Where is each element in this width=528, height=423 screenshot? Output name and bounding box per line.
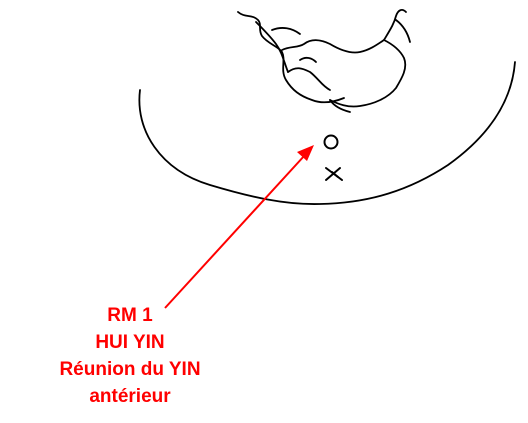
- body-outline: [139, 62, 515, 204]
- acupoint-label: RM 1 HUI YIN Réunion du YIN antérieur: [20, 302, 240, 410]
- acupoint-name: HUI YIN: [20, 329, 240, 356]
- anus-marker: [326, 168, 342, 180]
- acupoint-description-line1: Réunion du YIN: [20, 356, 240, 383]
- annotation-arrow-head: [297, 145, 314, 161]
- annotation-arrow-line: [165, 155, 305, 308]
- acupoint-rm1-marker: [325, 136, 338, 149]
- genital-region-sketch: [238, 10, 410, 112]
- acupoint-description-line2: antérieur: [20, 383, 240, 410]
- acupoint-code: RM 1: [20, 302, 240, 329]
